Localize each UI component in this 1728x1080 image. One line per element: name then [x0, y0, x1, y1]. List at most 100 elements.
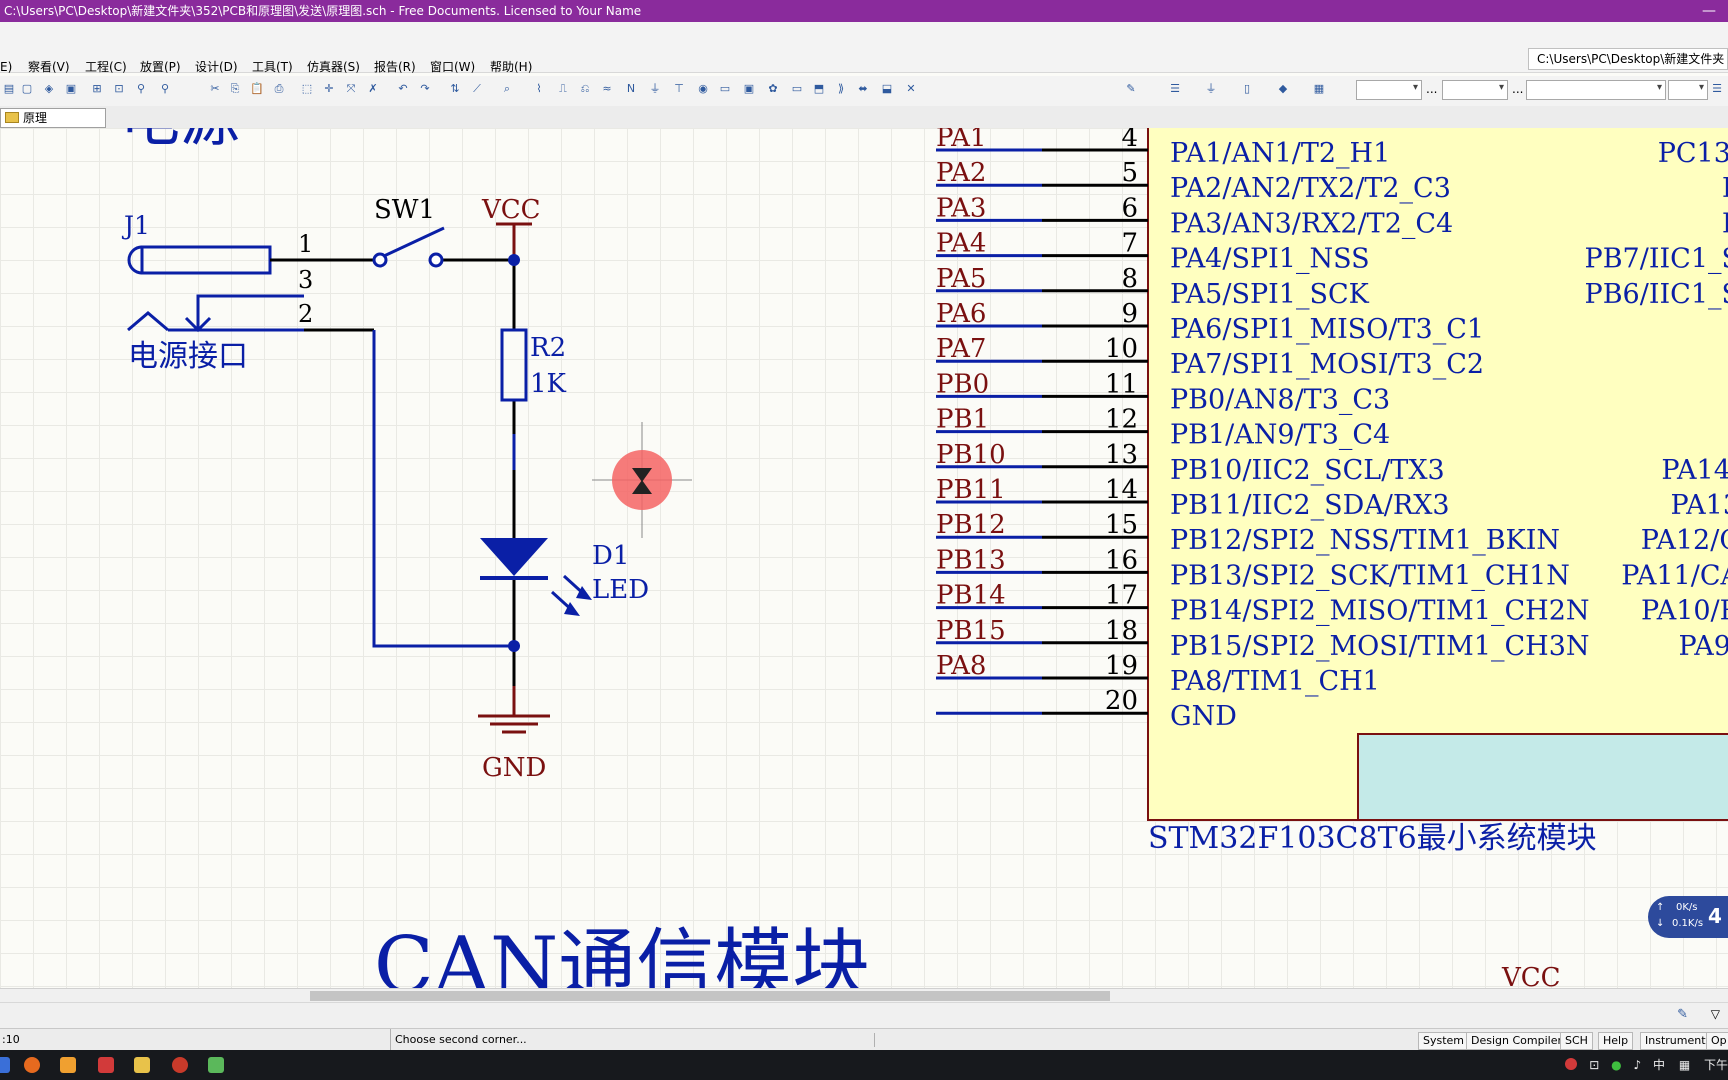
d1-body[interactable] [480, 538, 548, 576]
no-erc-icon[interactable]: ✕ [906, 82, 916, 95]
mcu-inner-block [1357, 733, 1728, 821]
layers-icon[interactable]: ◈ [44, 82, 54, 95]
tray-network-icon[interactable]: ⊡ [1589, 1058, 1600, 1072]
status-sch-button[interactable]: SCH [1560, 1032, 1593, 1050]
scrollbar-thumb[interactable] [310, 991, 1110, 1001]
combo-1[interactable] [1356, 80, 1422, 100]
j1-body[interactable] [140, 245, 272, 275]
start-icon[interactable] [0, 1057, 10, 1073]
print-preview-icon[interactable]: ▢ [21, 82, 33, 95]
part-icon[interactable]: ◉ [698, 82, 708, 95]
board-icon[interactable]: ▣ [65, 82, 77, 95]
combo-2[interactable] [1442, 80, 1508, 100]
deselect-icon[interactable]: ⤧ [346, 82, 356, 95]
mcu-body[interactable] [1147, 128, 1728, 821]
mcu-pin-number: 5 [1121, 158, 1138, 188]
hierarchy-icon[interactable]: ⇅ [450, 82, 460, 95]
app-icon-2[interactable] [98, 1057, 114, 1073]
power-ports-icon[interactable]: ⏚ [1205, 82, 1217, 95]
sw1-lever[interactable] [383, 226, 445, 258]
menu-edit[interactable]: E) [0, 60, 13, 74]
undo-icon[interactable]: ↶ [398, 82, 408, 95]
menu-window[interactable]: 窗口(W) [430, 60, 476, 74]
status-instruments-button[interactable]: Instruments [1640, 1032, 1717, 1050]
menu-design[interactable]: 设计(D) [195, 60, 238, 74]
sheet-symbol-icon[interactable]: ▭ [719, 82, 731, 95]
ports-icon[interactable]: ◆ [1278, 82, 1288, 95]
firefox-icon[interactable] [24, 1057, 40, 1073]
filter-icon[interactable]: ▽ [1710, 1007, 1720, 1021]
align-icon[interactable]: ☰ [1170, 82, 1180, 95]
status-op-button[interactable]: Op [1706, 1032, 1728, 1050]
menu-reports[interactable]: 报告(R) [374, 60, 416, 74]
clear-filter-icon[interactable]: ✗ [368, 82, 378, 95]
minimize-icon[interactable]: — [1702, 3, 1716, 19]
app-icon-1[interactable] [60, 1057, 76, 1073]
tray-security-icon[interactable] [1565, 1058, 1578, 1070]
sheet-entry-icon[interactable]: ▣ [743, 82, 755, 95]
select-rect-icon[interactable]: ⬚ [301, 82, 313, 95]
cut-icon[interactable]: ✂ [210, 82, 220, 95]
menu-help[interactable]: 帮助(H) [490, 60, 533, 74]
network-speed-widget[interactable]: ↑ 0K/s ↓ 0.1K/s 4 [1648, 896, 1728, 938]
status-design-compiler-button[interactable]: Design Compiler [1466, 1032, 1567, 1050]
menu-project[interactable]: 工程(C) [85, 60, 127, 74]
vcc-port-icon[interactable]: ⊤ [674, 82, 684, 95]
r2-body[interactable] [500, 328, 528, 402]
off-sheet-icon[interactable]: ⬒ [813, 82, 825, 95]
combo-4[interactable] [1668, 80, 1708, 100]
bus-entry-icon[interactable]: ⎌ [580, 82, 590, 95]
tray-ime[interactable]: 中 [1652, 1058, 1665, 1072]
status-system-button[interactable]: System [1418, 1032, 1470, 1050]
net-name-icon[interactable]: N [626, 82, 636, 95]
open-icon[interactable]: ▤ [3, 82, 15, 95]
rubber-stamp-icon[interactable]: ⎙ [274, 82, 284, 95]
schematic-canvas[interactable]: 电源 J1 1 3 2 电源接口 SW1 [0, 128, 1728, 988]
zoom-dropdown-icon[interactable]: ⚲ [160, 82, 170, 95]
tab-schdoc[interactable]: 原理图.SchDoc [0, 108, 106, 143]
browse-icon[interactable]: ⌕ [503, 82, 511, 95]
download-arrow-icon: ↓ [1656, 918, 1665, 929]
altium-icon[interactable] [208, 1057, 224, 1073]
zoom-icon[interactable]: ⚲ [136, 82, 146, 95]
place-bus-icon[interactable]: ⎍ [559, 82, 567, 95]
menu-view[interactable]: 察看(V) [28, 60, 70, 74]
drawing-tools-icon[interactable]: ✎ [1126, 82, 1136, 95]
toolbar-options-icon[interactable]: ☰ [1712, 82, 1722, 95]
ellipsis-1: ... [1426, 82, 1438, 96]
status-help-button[interactable]: Help [1598, 1032, 1634, 1050]
horizontal-scrollbar[interactable] [0, 988, 1728, 1003]
place-wire-icon[interactable]: ⌇ [536, 82, 542, 95]
path-box[interactable]: C:\Users\PC\Desktop\新建文件夹 [1528, 48, 1728, 70]
gnd-port-icon[interactable]: ⏚ [649, 82, 661, 95]
net-label-icon[interactable]: ≈ [602, 82, 612, 95]
redo-icon[interactable]: ↷ [420, 82, 430, 95]
tray-keyboard-icon[interactable]: ▦ [1678, 1058, 1691, 1072]
menu-place[interactable]: 放置(P) [140, 60, 181, 74]
menu-tools[interactable]: 工具(T) [252, 60, 293, 74]
directive-icon[interactable]: ⬌ [858, 82, 868, 95]
port-icon[interactable]: ▭ [791, 82, 803, 95]
schematic-svg[interactable]: 电源 J1 1 3 2 电源接口 SW1 [0, 128, 1728, 988]
move-icon[interactable]: ✛ [324, 82, 334, 95]
grid-icon[interactable]: ▦ [1313, 82, 1325, 95]
cross-probe-icon[interactable]: ⟋ [473, 82, 481, 95]
tray-wechat-icon[interactable]: ● [1611, 1058, 1622, 1072]
combo-3[interactable] [1526, 80, 1666, 100]
explorer-icon[interactable] [134, 1057, 150, 1073]
vcc-label: VCC [481, 195, 541, 225]
zoom-area-icon[interactable]: ⊞ [92, 82, 102, 95]
menu-simulator[interactable]: 仿真器(S) [307, 60, 360, 74]
wire-ground-return[interactable] [372, 330, 514, 648]
zoom-select-icon[interactable]: ⊡ [114, 82, 124, 95]
tray-volume-icon[interactable]: ♪ [1633, 1058, 1642, 1072]
device-sheet-icon[interactable]: ✿ [768, 82, 778, 95]
harness-icon[interactable]: ⟫ [837, 82, 845, 95]
app-icon-3[interactable] [172, 1057, 188, 1073]
text-frame-icon[interactable]: ⬓ [881, 82, 893, 95]
copy-icon[interactable]: ⎘ [230, 82, 240, 95]
mcu-net-label: PA6 [936, 299, 986, 329]
pen-icon[interactable]: ✎ [1677, 1007, 1688, 1022]
paste-icon[interactable]: 📋 [250, 82, 264, 95]
components-icon[interactable]: ▯ [1243, 82, 1251, 95]
